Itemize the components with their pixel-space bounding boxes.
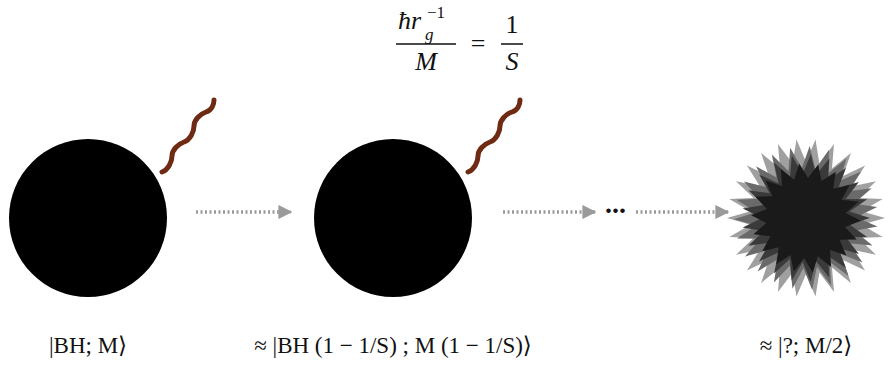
formula-term: S [506,49,519,75]
black-disc [313,138,473,298]
formula-term: ħr [398,8,421,34]
ellipsis: ... [603,190,628,218]
formula-term: = [471,31,486,57]
formula-term: M [415,49,437,75]
state-ket: |BH; M⟩ [8,332,168,359]
formula-term: −1 [427,4,445,21]
radiation-wave [162,100,214,172]
evolution-arrow [196,212,291,213]
black-hole: |BH; M⟩ [8,138,168,359]
state-ket: ≈ |BH (1 − 1/S) ; M (1 − 1/S)⟩ [249,332,537,359]
radiation-wave [468,100,520,172]
black-hole: ≈ |BH (1 − 1/S) ; M (1 − 1/S)⟩ [249,138,537,359]
fraction-bar [396,43,456,45]
black-disc [8,138,168,298]
unknown-remnant: ≈ |?; M/2⟩ [726,138,886,359]
formula-term: 1 [506,12,519,38]
fraction-bar [501,43,523,45]
state-ket: ≈ |?; M/2⟩ [726,332,886,359]
formula-term: g [425,26,434,43]
spiky-shape [726,138,886,298]
